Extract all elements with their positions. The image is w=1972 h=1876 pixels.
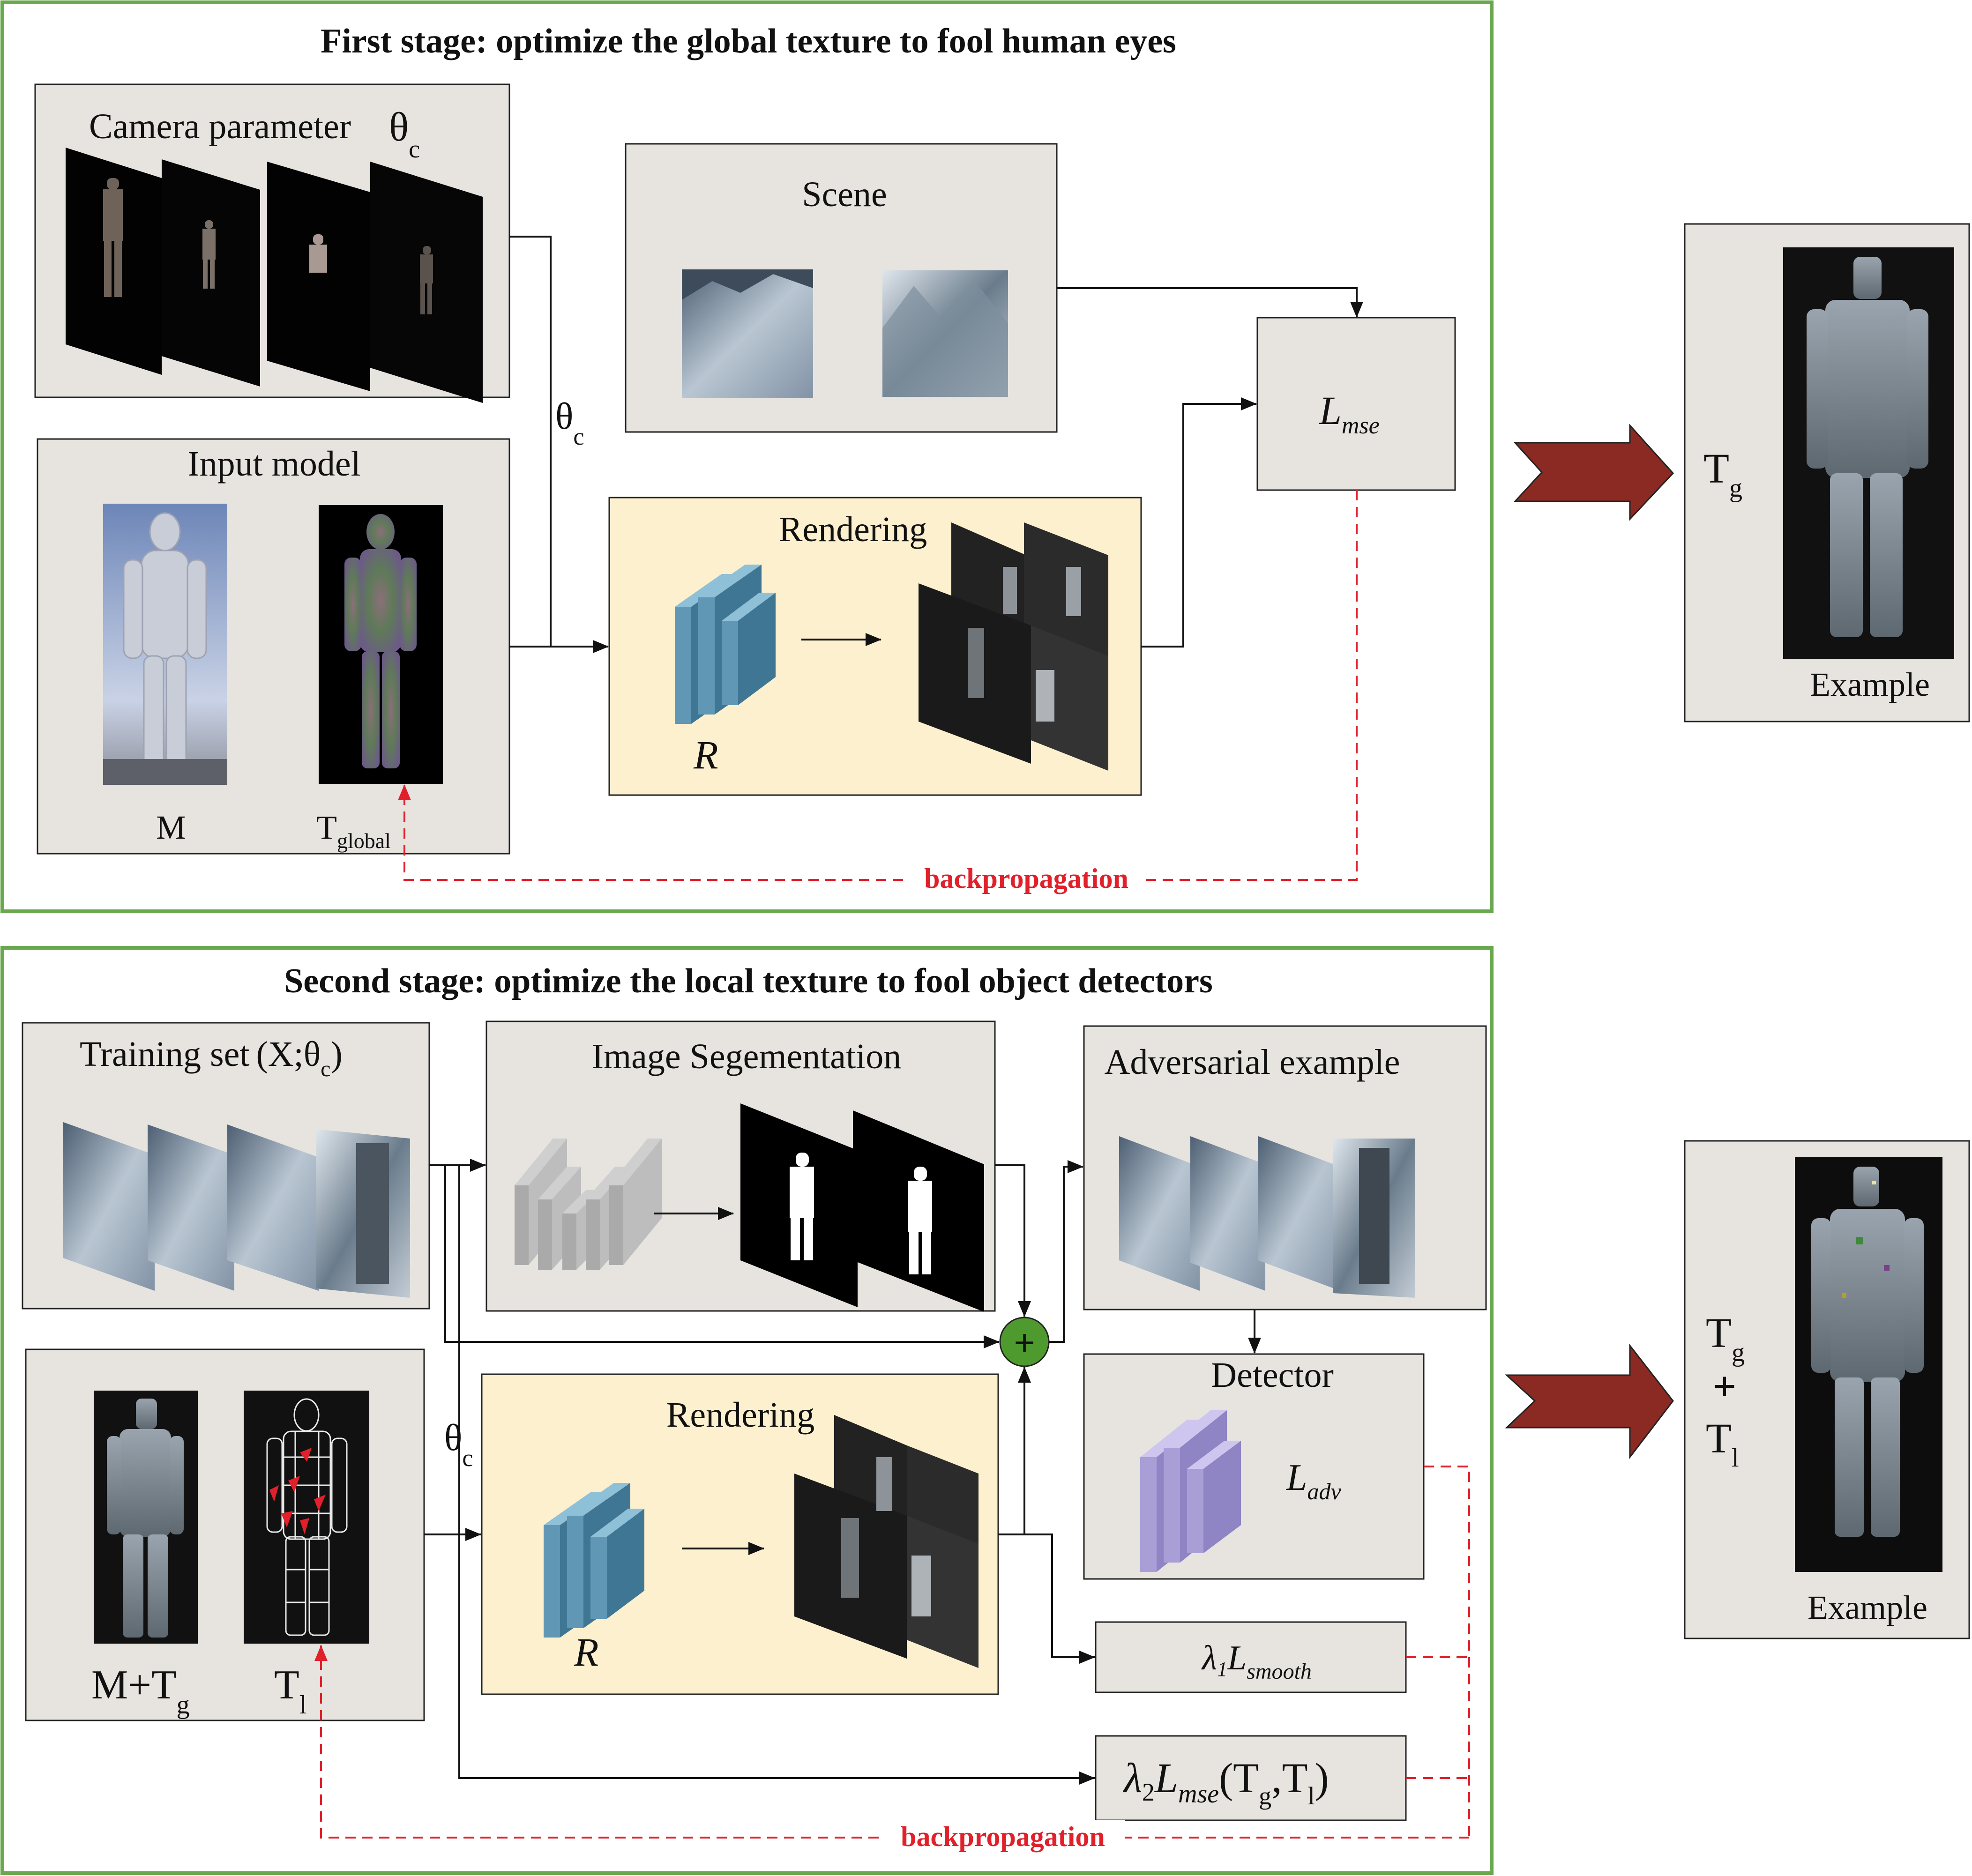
stage2-title: Second stage: optimize the local texture… <box>284 962 1213 1000</box>
render-to-loss-arrow <box>1141 397 1257 648</box>
backprop-path-1 <box>398 490 1358 881</box>
camera-frames <box>66 148 483 403</box>
textured-figure <box>1807 257 1928 637</box>
model-t-global-label: Tglobal <box>316 809 391 853</box>
render-to-smooth-arrow <box>1024 1534 1095 1664</box>
model-tl-image <box>244 1391 369 1644</box>
backprop-label-1: backpropagation <box>924 863 1128 894</box>
person-icon <box>1066 567 1081 616</box>
backprop-path-2 <box>314 1466 1470 1839</box>
renderer-layers <box>544 1483 644 1638</box>
textured-figure <box>1811 1167 1924 1537</box>
person-icon <box>103 178 123 297</box>
person-icon <box>968 628 984 698</box>
person-silhouette-icon <box>790 1153 814 1260</box>
person-icon <box>876 1457 892 1511</box>
stage2-frame <box>0 946 1494 1875</box>
render-to-plus-arrow <box>998 1367 1031 1535</box>
noisy-figure <box>344 514 417 768</box>
person-icon <box>309 234 327 273</box>
scene-to-loss-arrow <box>1057 287 1363 318</box>
scene-label: Scene <box>802 175 887 214</box>
loss-adv-label: Ladv <box>1286 1457 1342 1504</box>
renderer-symbol: R <box>693 732 718 777</box>
rendered-frames <box>919 522 1108 771</box>
wireframe-figure <box>266 1398 348 1636</box>
camera-to-render-arrow <box>509 236 609 653</box>
model-m-label: M <box>156 809 186 846</box>
red-patches <box>269 1448 326 1534</box>
plus-to-adv-arrow <box>1049 1160 1083 1343</box>
person-icon <box>356 1143 389 1284</box>
model-mtg-label: M+Tg <box>91 1662 190 1720</box>
texture-specks <box>1842 1181 1890 1298</box>
loss-smooth-label: λ1Lsmooth <box>1201 1639 1312 1684</box>
person-icon <box>202 220 216 289</box>
big-arrow-2 <box>1505 1343 1674 1459</box>
loss-mse2-box <box>1095 1735 1407 1821</box>
rendering-label: Rendering <box>779 510 927 549</box>
result1-example: Example <box>1810 666 1930 703</box>
segmenter-layers <box>515 1139 662 1270</box>
person-icon <box>1003 567 1017 614</box>
renderer2-symbol: R <box>574 1630 599 1675</box>
result2-tl-label: Tl <box>1706 1415 1739 1473</box>
detector-layers <box>1140 1410 1241 1572</box>
seg-to-plus-arrow <box>995 1164 1031 1317</box>
train-to-mse-arrow <box>458 1165 1095 1785</box>
training-set-label: Training set(X;θc) <box>80 1035 343 1081</box>
stage1-title: First stage: optimize the global texture… <box>321 22 1176 60</box>
person-silhouette-icon <box>908 1167 932 1274</box>
backprop-label-2: backpropagation <box>901 1821 1105 1852</box>
big-arrow-1 <box>1513 424 1674 521</box>
adversarial-label: Adversarial example <box>1105 1042 1400 1082</box>
result2-example: Example <box>1808 1589 1927 1626</box>
renderer-layers <box>675 565 776 724</box>
camera-theta: θc <box>389 104 420 163</box>
stage1-frame <box>0 0 1494 913</box>
person-icon <box>1036 670 1054 722</box>
person-icon <box>911 1556 931 1616</box>
loss-mse-box <box>1256 317 1456 491</box>
scene-image-1 <box>682 269 813 398</box>
detector-label: Detector <box>1211 1355 1334 1395</box>
textured-figure <box>107 1399 184 1638</box>
theta-c-label: θc <box>555 396 584 450</box>
plus-symbol: + <box>1014 1323 1035 1364</box>
loss-mse2-label: λ2Lmse(Tg,Tl) <box>1122 1755 1329 1810</box>
adversarial-images <box>1119 1136 1415 1298</box>
mask-frames <box>740 1103 984 1312</box>
segmentation-label: Image Segementation <box>592 1037 902 1076</box>
person-icon <box>420 246 433 314</box>
result2-plus: + <box>1713 1364 1736 1409</box>
camera-label: Camera parameter <box>89 107 351 146</box>
rendered-frames-2 <box>794 1415 979 1668</box>
training-images <box>63 1122 410 1298</box>
loss-mse-label: Lmse <box>1318 388 1380 439</box>
person-icon <box>841 1518 859 1598</box>
input-model-label: Input model <box>187 444 360 484</box>
model-tl-label: Tl <box>274 1662 306 1720</box>
result2-tg-label: Tg <box>1706 1310 1745 1367</box>
mannequin-figure <box>123 512 207 774</box>
theta-c-label-2: θc <box>444 1417 473 1472</box>
result1-t-label: Tg <box>1703 446 1742 503</box>
train-to-plus-arrow <box>444 1165 1000 1348</box>
rendering2-label: Rendering <box>666 1395 815 1435</box>
person-icon <box>1359 1148 1389 1284</box>
